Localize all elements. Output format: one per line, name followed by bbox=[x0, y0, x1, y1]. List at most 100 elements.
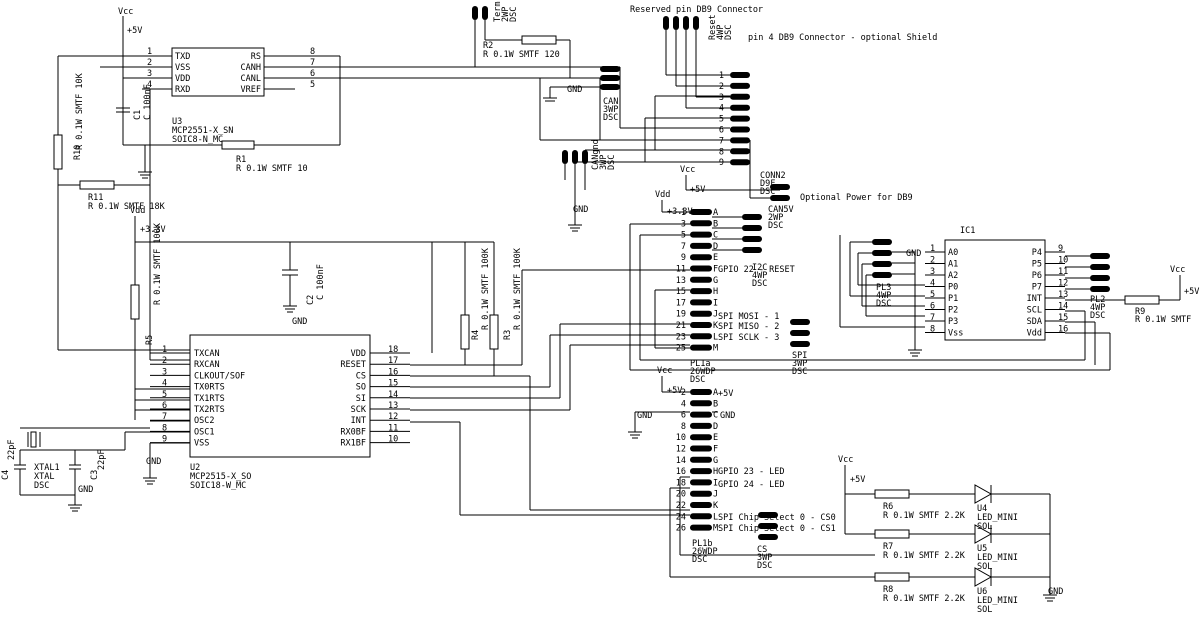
header-pin-pad bbox=[690, 479, 712, 486]
db9-pin-num: 1 bbox=[719, 71, 724, 81]
xtal-name: XTAL1 bbox=[34, 463, 60, 473]
u2-pin-num: 8 bbox=[162, 423, 167, 433]
header-pin-letter: I bbox=[713, 478, 718, 488]
header-pin-letter: G bbox=[713, 456, 718, 466]
net-gpio-reset: GPIO 22 - RESET bbox=[718, 265, 795, 275]
db9-pin-pad bbox=[730, 104, 750, 111]
header-pin-pad bbox=[690, 254, 712, 261]
net-gpio23: GPIO 23 - LED bbox=[718, 467, 785, 477]
header-pin-num: 4 bbox=[681, 399, 686, 409]
gnd-symbol-xtal: GND bbox=[68, 485, 93, 512]
header-pin-pad bbox=[690, 490, 712, 497]
r2-resistor: R2 R 0.1W SMTF 120 bbox=[483, 35, 571, 78]
header-pin-num: 25 bbox=[676, 344, 686, 354]
db9-pin-pad bbox=[730, 137, 750, 144]
u2-pin-name: TX0RTS bbox=[194, 383, 225, 393]
vcc-label: Vcc bbox=[118, 7, 133, 17]
header-pin-letter: B bbox=[713, 219, 718, 229]
u3-pin-num: 4 bbox=[147, 80, 152, 90]
u3-pin-num: 7 bbox=[310, 58, 315, 68]
gnd-symbol-can: GND bbox=[543, 85, 582, 102]
ic1-pin-name: P7 bbox=[1032, 283, 1042, 293]
net-gpio24: GPIO 24 - LED bbox=[718, 480, 785, 490]
reset-db9-header: Reset 4WP DSC bbox=[663, 14, 734, 40]
u2-pin-name: TXCAN bbox=[194, 349, 220, 359]
pl3-header: PL3 4WP DSC bbox=[872, 239, 892, 309]
header-pin-letter: L bbox=[713, 332, 718, 342]
header-pin-num: 22 bbox=[676, 501, 686, 511]
gnd-label-pl1b: GND bbox=[637, 411, 652, 421]
vcc-ic1: Vcc +5V bbox=[1170, 265, 1199, 300]
u2-pin-num: 1 bbox=[162, 345, 167, 355]
ic1-pin-name: Vss bbox=[948, 329, 963, 339]
u2-pin-name: RX0BF bbox=[340, 427, 366, 437]
led-type: LED_MINI bbox=[977, 553, 1018, 563]
c1-value: C 100nF bbox=[143, 84, 153, 120]
db9-pin-num: 6 bbox=[719, 126, 724, 136]
vdd-label-left: Vdd bbox=[130, 206, 145, 216]
ic1-pin-num: 11 bbox=[1058, 267, 1068, 277]
gnd-label-c2: GND bbox=[292, 317, 307, 327]
header-pin-letter: K bbox=[713, 321, 719, 331]
can-pkg: DSC bbox=[603, 113, 618, 123]
header-pin-pad bbox=[690, 231, 712, 238]
conn2-pkg: DSC bbox=[760, 187, 775, 197]
u3-pin-name: VSS bbox=[175, 63, 190, 73]
header-pin-num: 8 bbox=[681, 422, 686, 432]
c4-capacitor: C4 22pF bbox=[1, 440, 26, 495]
u2-pin-num: 3 bbox=[162, 367, 167, 377]
header-pin-pad bbox=[690, 276, 712, 283]
u3-pin-num: 2 bbox=[147, 58, 152, 68]
u2-pin-num: 6 bbox=[162, 401, 167, 411]
db9-pin-num: 3 bbox=[719, 93, 724, 103]
r5-name: R5 bbox=[145, 335, 155, 345]
db9-pin-num: 5 bbox=[719, 115, 724, 125]
header-pin-pad bbox=[690, 389, 712, 395]
header-pin-letter: F bbox=[713, 445, 718, 455]
db9-pin-pad bbox=[730, 82, 750, 89]
c4-value: 22pF bbox=[7, 440, 17, 460]
db9-pin-num: 7 bbox=[719, 136, 724, 146]
u3-pin-name: RS bbox=[251, 52, 261, 62]
v33-label-left: +3.3V bbox=[140, 225, 166, 235]
spi-pkg: DSC bbox=[792, 367, 807, 377]
ic1-pin-num: 14 bbox=[1058, 302, 1068, 312]
u3-part: MCP2551-X_SN bbox=[172, 126, 233, 136]
spi-type: 3WP bbox=[792, 359, 807, 369]
u3-pin-num: 6 bbox=[310, 69, 315, 79]
db9-pin-num: 4 bbox=[719, 104, 724, 114]
cs-pkg: DSC bbox=[757, 561, 772, 571]
r1-value: R 0.1W SMTF 10 bbox=[236, 164, 308, 174]
pl1a-type: 26WDP bbox=[690, 367, 716, 377]
vcc-label-can5v: Vcc bbox=[680, 165, 695, 175]
header-pin-pad bbox=[690, 242, 712, 249]
header-pin-num: 19 bbox=[676, 310, 686, 320]
net-spi-miso: SPI MISO - 2 bbox=[718, 322, 779, 332]
v5-label: +5V bbox=[127, 26, 142, 36]
header-pin-pad bbox=[690, 434, 712, 441]
r2-name: R2 bbox=[483, 41, 493, 51]
ic1-pin-name: INT bbox=[1027, 294, 1042, 304]
r5-value: R 0.1W SMTF 100K bbox=[153, 222, 163, 305]
pl1b-name: PL1b bbox=[692, 539, 712, 549]
led-pkg: SOL bbox=[977, 522, 992, 532]
led-name: U6 bbox=[977, 587, 987, 597]
can-type: 3WP bbox=[603, 105, 618, 115]
note-pin4-shield: pin 4 DB9 Connector - optional Shield bbox=[748, 33, 937, 43]
u2-pin-num: 15 bbox=[388, 379, 398, 389]
u2-pin-num: 17 bbox=[388, 356, 398, 366]
u2-name: U2 bbox=[190, 463, 200, 473]
vdd-label-pl1a: Vdd bbox=[655, 190, 670, 200]
ic1-pin-name: P0 bbox=[948, 283, 958, 293]
db9-pin-pad bbox=[730, 115, 750, 122]
header-pin-letter: C bbox=[713, 231, 718, 241]
r2-value: R 0.1W SMTF 120 bbox=[483, 50, 560, 60]
r6-resistor bbox=[874, 489, 910, 499]
header-pin-pad bbox=[690, 310, 712, 317]
